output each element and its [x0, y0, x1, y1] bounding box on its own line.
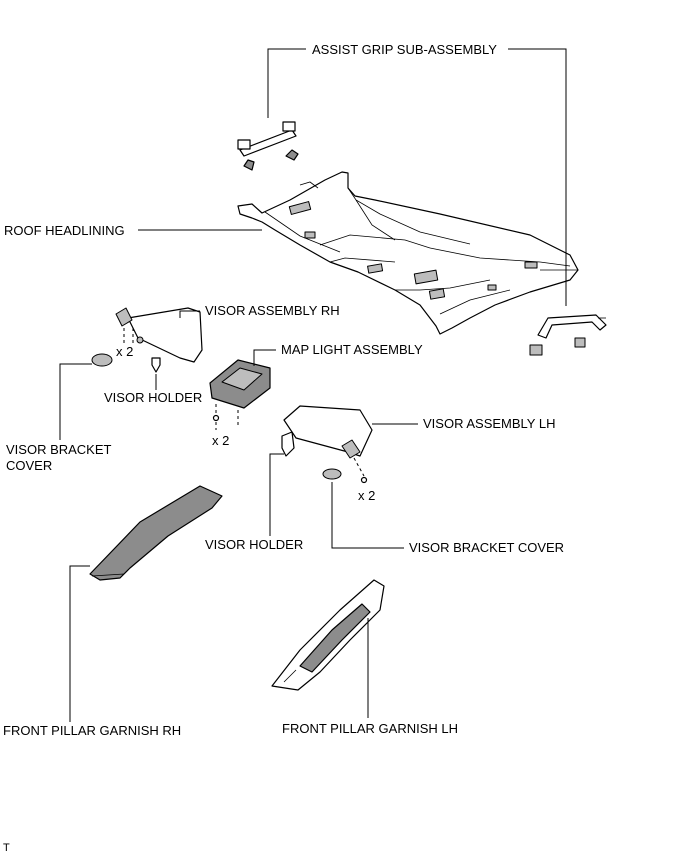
- label-visor-lh: VISOR ASSEMBLY LH: [423, 416, 555, 431]
- corner-mark: T: [3, 842, 10, 854]
- label-map-light: MAP LIGHT ASSEMBLY: [281, 342, 423, 357]
- label-visor-holder-2: VISOR HOLDER: [205, 537, 303, 552]
- roof-headlining-part: [237, 171, 579, 335]
- label-visor-rh: VISOR ASSEMBLY RH: [205, 303, 340, 318]
- qty-map-light: x 2: [212, 433, 229, 448]
- assist-grip-top-part: [237, 121, 299, 171]
- label-visor-bracket-cover-1-line1: VISOR BRACKET: [6, 442, 112, 457]
- visor-lh-part: [281, 405, 373, 484]
- leader-lines: [59, 48, 567, 722]
- label-visor-holder-1: VISOR HOLDER: [104, 390, 202, 405]
- visor-bracket-cover-1-part: [91, 353, 113, 367]
- label-pillar-lh: FRONT PILLAR GARNISH LH: [282, 721, 458, 736]
- pillar-garnish-rh-part: [89, 485, 223, 581]
- qty-visor-lh: x 2: [358, 488, 375, 503]
- label-assist-grip: ASSIST GRIP SUB-ASSEMBLY: [312, 42, 497, 57]
- label-visor-bracket-cover-2: VISOR BRACKET COVER: [409, 540, 564, 555]
- assist-grip-right-part: [529, 314, 607, 356]
- map-light-part: [209, 359, 271, 430]
- visor-rh-part: [115, 307, 203, 373]
- label-visor-bracket-cover-1-line2: COVER: [6, 458, 52, 473]
- pillar-garnish-lh-part: [271, 579, 385, 691]
- qty-visor-rh: x 2: [116, 344, 133, 359]
- label-pillar-rh: FRONT PILLAR GARNISH RH: [3, 723, 181, 738]
- label-roof-headlining: ROOF HEADLINING: [4, 223, 125, 238]
- visor-bracket-cover-2-part: [322, 468, 342, 480]
- labels: ASSIST GRIP SUB-ASSEMBLY ROOF HEADLINING…: [3, 42, 564, 854]
